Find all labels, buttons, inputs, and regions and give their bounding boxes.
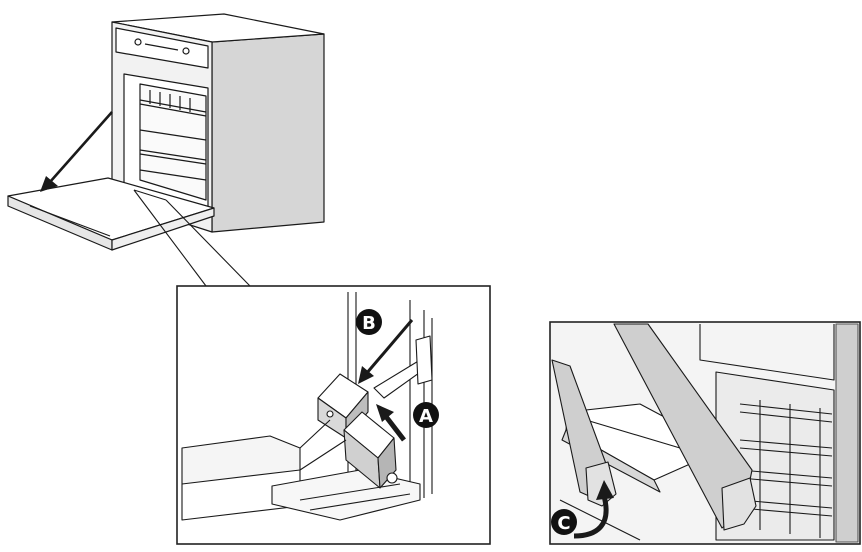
oven-illustration bbox=[7, 13, 325, 251]
control-knob-right bbox=[182, 47, 190, 55]
door-lift-panel: C bbox=[549, 321, 861, 545]
hinge-lock-arrow-a bbox=[376, 404, 406, 442]
hinge-lock-arrow-b bbox=[358, 319, 414, 384]
oven-racks bbox=[139, 90, 207, 181]
oven-side-panel bbox=[211, 33, 325, 233]
door-removal-arrow bbox=[40, 111, 113, 192]
label-badge-c: C bbox=[551, 509, 577, 535]
hinge-detail-panel: B A bbox=[176, 285, 491, 545]
label-c: C bbox=[557, 513, 570, 534]
label-a: A bbox=[419, 406, 433, 427]
hinge-lever bbox=[317, 373, 398, 489]
label-b: B bbox=[362, 313, 376, 334]
label-badge-a: A bbox=[413, 402, 439, 428]
hinge-detail-zoom bbox=[133, 189, 251, 287]
lift-rotate-arrow-c bbox=[573, 480, 614, 539]
oven-racks-photo bbox=[739, 400, 833, 538]
control-knob-left bbox=[134, 38, 142, 46]
label-badge-b: B bbox=[356, 309, 382, 335]
control-panel bbox=[115, 27, 209, 69]
